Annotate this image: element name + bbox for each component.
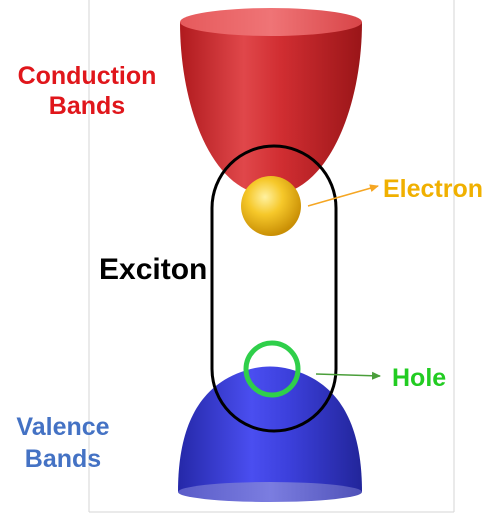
conduction-label-line1: Conduction (18, 62, 157, 90)
electron-sphere-icon (241, 176, 301, 236)
electron-label: Electron (383, 175, 483, 203)
electron-arrow-icon (308, 186, 378, 206)
hole-arrow-icon (316, 374, 380, 376)
conduction-label-line2: Bands (49, 92, 125, 120)
conduction-band-icon (180, 8, 362, 195)
valence-label-line2: Bands (25, 445, 101, 473)
valence-label-line1: Valence (16, 413, 109, 441)
hole-label: Hole (392, 364, 446, 392)
exciton-label: Exciton (99, 253, 207, 286)
